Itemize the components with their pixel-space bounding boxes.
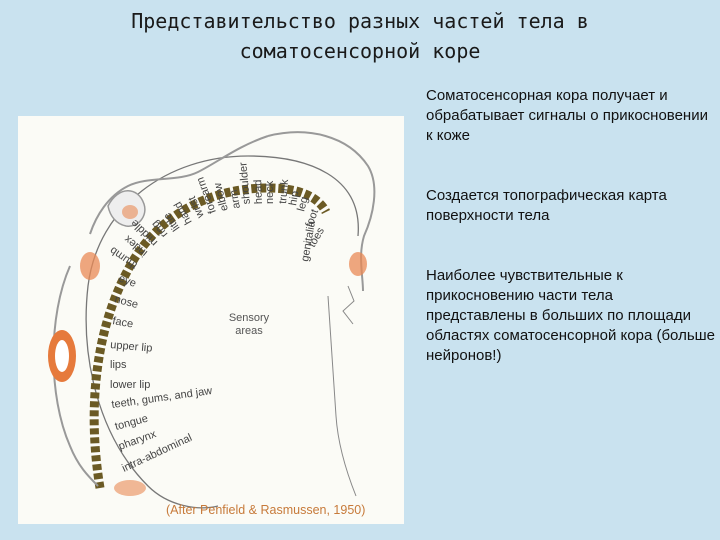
figure-credit: (After Penfield & Rasmussen, 1950)	[166, 503, 366, 517]
homunculus-drawing: genitalia toes foot leg hip trunk neck h…	[48, 131, 376, 509]
slide-title: Представительство разных частей тела в с…	[110, 6, 610, 66]
label-eye: eye	[117, 273, 138, 290]
homunculus-figure: genitalia toes foot leg hip trunk neck h…	[18, 116, 404, 524]
brain-midline	[327, 295, 357, 497]
label-upper-lip: upper lip	[110, 339, 153, 355]
sensory-areas-line1: Sensory	[228, 312, 270, 324]
brain-fold	[342, 285, 355, 325]
paragraph-1: Соматосенсорная кора получает и обрабаты…	[426, 87, 708, 144]
face-outline	[52, 265, 99, 487]
label-trunk: trunk	[277, 178, 291, 204]
label-foot: foot	[304, 208, 322, 229]
arm-outline	[89, 135, 269, 235]
label-shoulder: shoulder	[237, 161, 253, 204]
cortex-band	[89, 183, 331, 489]
foot-highlight	[349, 252, 367, 276]
tongue-highlight	[114, 480, 146, 496]
label-lips: lips	[110, 359, 127, 371]
label-tongue: tongue	[114, 413, 150, 433]
description-column: Соматосенсорная кора получает и обрабаты…	[426, 86, 716, 366]
mouth-inner	[55, 340, 69, 372]
slide-title-line1: Представительство разных частей тела в	[131, 9, 589, 33]
eye-highlight	[80, 252, 100, 280]
paragraph-2: Создается топографическая карта поверхно…	[426, 187, 667, 224]
label-head: head	[252, 179, 265, 204]
sensory-areas-label: Sensory areas	[214, 312, 284, 338]
label-leg: leg	[295, 195, 310, 212]
sensory-areas-line2: areas	[235, 325, 263, 337]
hand-highlight	[122, 205, 138, 219]
label-neck: neck	[264, 180, 276, 204]
label-hip: hip	[287, 190, 301, 207]
label-nose: nose	[113, 293, 139, 311]
slide-title-line2: соматосенсорной коре	[239, 39, 481, 63]
label-lower-lip: lower lip	[110, 379, 150, 391]
label-arm: arm	[228, 189, 243, 210]
paragraph-3: Наиболее чувствительные к прикосновению …	[426, 267, 716, 364]
label-face: face	[111, 315, 134, 330]
